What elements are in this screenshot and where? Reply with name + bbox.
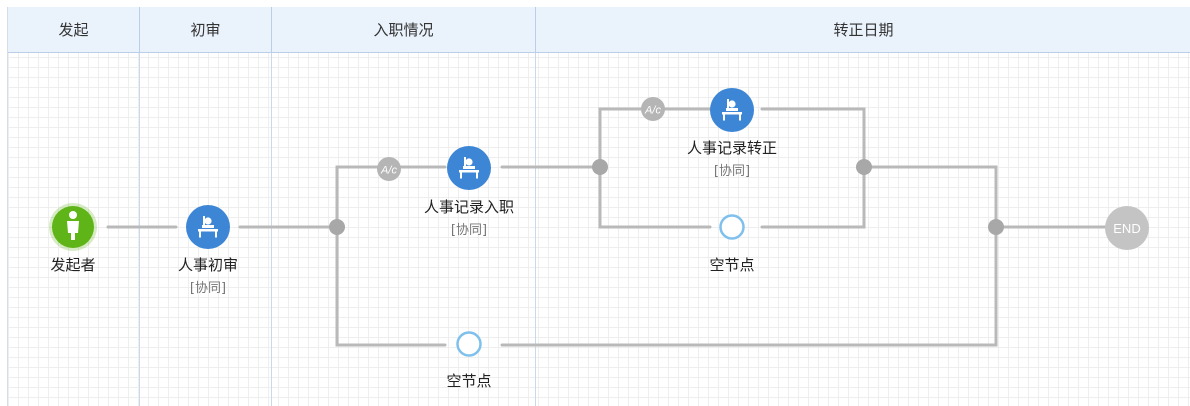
lane-header-first-review: 初审: [140, 7, 272, 53]
end-node[interactable]: END: [1105, 206, 1149, 250]
empty-node-upper-label: 空节点: [709, 256, 755, 274]
review-node-type: [协同]: [189, 281, 227, 296]
condition-badge-text: A/c: [644, 105, 661, 117]
person-icon: [67, 211, 79, 240]
connector-lines: [106, 107, 1108, 347]
empty-node-lower[interactable]: [456, 331, 482, 357]
connector-split2-empty-upper: [598, 165, 712, 229]
lane-header-initiate: 发起: [8, 7, 140, 53]
onboard-node-label: 人事记录入职: [423, 198, 515, 216]
junctions: [329, 159, 1004, 235]
review-node-label: 人事初审: [177, 256, 239, 274]
lane-header-regularization-date: 转正日期: [833, 21, 894, 39]
connector-empty-lower-join2: [500, 225, 998, 347]
empty-node-upper[interactable]: [719, 214, 745, 240]
lane-divider: [535, 53, 536, 406]
split-junction[interactable]: [592, 159, 608, 175]
condition-badge[interactable]: A/c: [641, 97, 665, 121]
lane-header-onboarding: 入职情况: [272, 7, 536, 53]
lane-header: 发起 初审 入职情况 转正日期: [8, 7, 1190, 53]
empty-node-lower-label: 空节点: [446, 372, 492, 390]
regular-node[interactable]: [710, 88, 754, 132]
regular-node-type: [协同]: [713, 164, 751, 179]
onboard-node-type: [协同]: [450, 223, 488, 238]
start-node[interactable]: [49, 203, 97, 251]
connector-join-join2: [862, 165, 998, 229]
condition-badge-text: A/c: [380, 165, 397, 177]
end-node-label: END: [1113, 221, 1140, 236]
onboard-node[interactable]: [447, 146, 491, 190]
connector-split-empty-lower: [335, 225, 447, 347]
lane-divider: [271, 53, 272, 406]
regular-node-label: 人事记录转正: [686, 139, 778, 157]
condition-badge[interactable]: A/c: [377, 157, 401, 181]
flow-diagram: A/c A/c: [49, 88, 1149, 357]
lane-divider: [139, 53, 140, 406]
review-node[interactable]: [186, 205, 230, 249]
connector-regular-join: [760, 107, 866, 169]
connector-split-onboard: [335, 165, 447, 229]
join-junction[interactable]: [988, 219, 1004, 235]
split-junction[interactable]: [329, 219, 345, 235]
workflow-canvas: 发起 初审 入职情况 转正日期: [7, 7, 1190, 406]
start-node-label: 发起者: [50, 256, 96, 274]
connector-empty-upper-join: [760, 165, 866, 229]
connector-split2-regular: [598, 107, 712, 169]
join-junction[interactable]: [856, 159, 872, 175]
